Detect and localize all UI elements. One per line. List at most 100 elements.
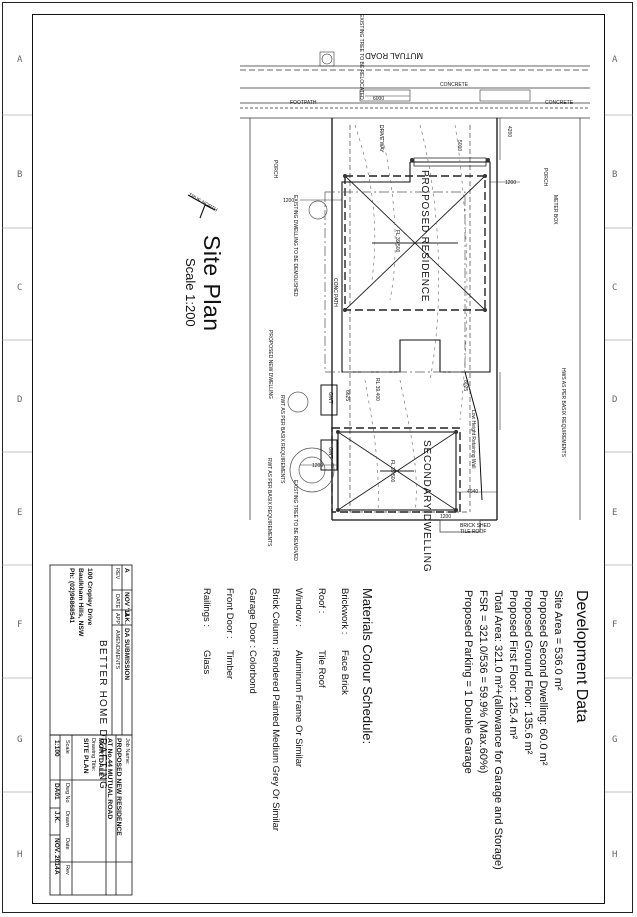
- material-label: Garage Door :: [247, 588, 258, 649]
- dim-1200-a: 1200: [283, 198, 295, 204]
- material-label: Window :: [293, 588, 304, 628]
- development-line: FSR = 321.0/536 = 59.9% (Max.60%): [477, 590, 489, 774]
- existing-dwelling-label: EXISTING DWELLING TO BE DEMOLISHED: [292, 195, 298, 297]
- dim-1200-b: 1200: [505, 180, 517, 186]
- retaining-wall-label: Low Height Retaining Wall: [470, 410, 476, 469]
- zone-letter-left: G: [17, 735, 23, 745]
- porch-left-label: PORCH: [272, 160, 278, 179]
- rev-letter: A: [123, 568, 130, 573]
- zone-letter-right: E: [612, 508, 618, 518]
- material-value: Tile Roof: [316, 650, 327, 688]
- footer-header: Dwg No: [64, 783, 70, 803]
- dim-6000: 6000: [373, 96, 385, 102]
- rev-app: J.K.: [123, 612, 130, 624]
- company-address-line: 100 Cropley Drive: [86, 568, 93, 626]
- footpath-label: FOOTPATH: [290, 100, 317, 106]
- rev-header: APP: [114, 613, 120, 625]
- footer-value: J.K.: [53, 811, 60, 823]
- meter-box-label: METER BOX: [552, 195, 558, 225]
- zone-letter-left: F: [17, 620, 23, 630]
- dim-5000: 5000: [456, 140, 462, 152]
- development-line: Proposed Ground Floor: 135.6 m²: [522, 590, 534, 755]
- proposed-new-dwelling-label: PROPOSED NEW DWELLING: [267, 330, 273, 399]
- gwt-label-b: GWT: [327, 447, 333, 459]
- material-label: Front Door :: [224, 588, 235, 639]
- footer-header: Scale: [64, 740, 70, 754]
- hws-label: HWS AS PER BASIX REQUIREMENTS: [560, 368, 566, 457]
- rev-header: DATE: [114, 594, 120, 609]
- dim-4200: 4200: [506, 126, 512, 138]
- concrete-label-b: CONCRETE: [440, 82, 469, 88]
- porch-right-label: PORCH: [542, 168, 548, 187]
- material-label: Roof :: [316, 588, 327, 614]
- job-name-line: MORTDALE: [97, 738, 104, 777]
- company-address-line: Baulkham Hills, NSW: [77, 568, 84, 637]
- plan-title: Site Plan: [199, 235, 225, 332]
- development-line: Total Area: 321.0 m²+(allowance for Gara…: [492, 590, 504, 870]
- brick-shed-label: BRICK SHED TILE ROOF: [460, 523, 491, 535]
- tree-relocated-label: EXISTING TREE TO BE RELOCATED: [358, 14, 364, 100]
- zone-letter-right: H: [612, 850, 618, 860]
- development-line: Proposed Second Dwelling: 60.0 m²: [537, 590, 549, 766]
- footer-value: DA01: [53, 783, 60, 800]
- zone-letter-left: B: [17, 170, 23, 180]
- sheet-border-inner: [32, 14, 605, 904]
- zone-letter-right: F: [612, 620, 618, 630]
- development-line: Site Area = 536.0 m²: [552, 590, 564, 691]
- zone-letter-left: H: [17, 850, 23, 860]
- rev-amendment: DA SUBMISSION: [123, 628, 130, 681]
- footer-value: NOV. 2014: [53, 838, 60, 870]
- rwt-left-label: RWT AS PER BASIX REQUIREMENTS: [279, 395, 285, 484]
- material-value: Aluminum Frame Or Similar: [293, 650, 304, 768]
- development-line: Proposed Parking = 1 Double Garage: [462, 590, 474, 774]
- material-value: Glass: [201, 650, 212, 675]
- material-value: Timber: [224, 650, 235, 680]
- job-name-line: PROPOSED NEW RESIDENCE: [115, 738, 122, 836]
- zone-letter-right: G: [612, 735, 618, 745]
- development-data-title: Development Data: [573, 590, 590, 723]
- material-value: Rendered Painted Medium Grey Or Similar: [270, 650, 281, 832]
- dim-1200-d: 1200: [440, 514, 452, 520]
- zone-letter-left: A: [17, 55, 23, 65]
- material-value: Colorbond: [247, 650, 258, 694]
- materials-title: Materials Colour Schedule:: [360, 588, 375, 745]
- rev-header: REV: [114, 568, 120, 580]
- tree-removed-label: EXISTING TREE TO BE REMOVED: [292, 480, 298, 561]
- secondary-dwelling-label: SECONDARY DWELLING: [421, 440, 432, 573]
- dim-6625: 6625: [344, 390, 350, 402]
- residence-fl: FL 39.500: [394, 230, 400, 253]
- conc-path-label: CONC PATH: [332, 278, 338, 307]
- job-name-label: Job Name:: [124, 738, 130, 765]
- footer-value: A: [53, 870, 60, 875]
- footer-header: Drawn: [64, 811, 70, 827]
- dim-4040: 4040: [467, 489, 479, 495]
- zone-letter-right: C: [612, 283, 618, 293]
- footer-header: Rev: [64, 865, 70, 875]
- rl-level: RL 39.400: [374, 378, 380, 401]
- material-value: Face Brick: [339, 650, 350, 695]
- rwt-mid-label: RWT AS PER BASIX REQUIREMENTS: [266, 458, 272, 547]
- dim-8025: 8025: [462, 380, 468, 392]
- zone-letter-left: E: [17, 508, 23, 518]
- material-label: Railings :: [201, 588, 212, 628]
- material-label: Brickwork :: [339, 588, 350, 635]
- secondary-fl: FL 39.500: [389, 460, 395, 483]
- driveway-label: DRIVE WAY: [378, 125, 384, 153]
- drawing-title: SITE PLAN: [82, 738, 89, 774]
- zone-letter-left: D: [17, 395, 23, 405]
- zone-letter-left: C: [17, 283, 23, 293]
- material-label: Brick Column :: [270, 588, 281, 650]
- plan-scale: Scale 1:200: [183, 258, 198, 327]
- zone-letter-right: B: [612, 170, 618, 180]
- company-address-line: Ph: (02)96868541: [68, 568, 75, 624]
- proposed-residence-label: PROPOSED RESIDENCE: [419, 170, 430, 303]
- zone-letter-right: D: [612, 395, 618, 405]
- drawing-title-label: Drawing Title:: [90, 738, 96, 772]
- rev-header: AMENDMENTS: [114, 630, 120, 670]
- footer-header: Date: [64, 838, 70, 850]
- development-line: Proposed First Floor: 125.4 m²: [507, 590, 519, 740]
- gwt-label-a: GWT: [327, 392, 333, 404]
